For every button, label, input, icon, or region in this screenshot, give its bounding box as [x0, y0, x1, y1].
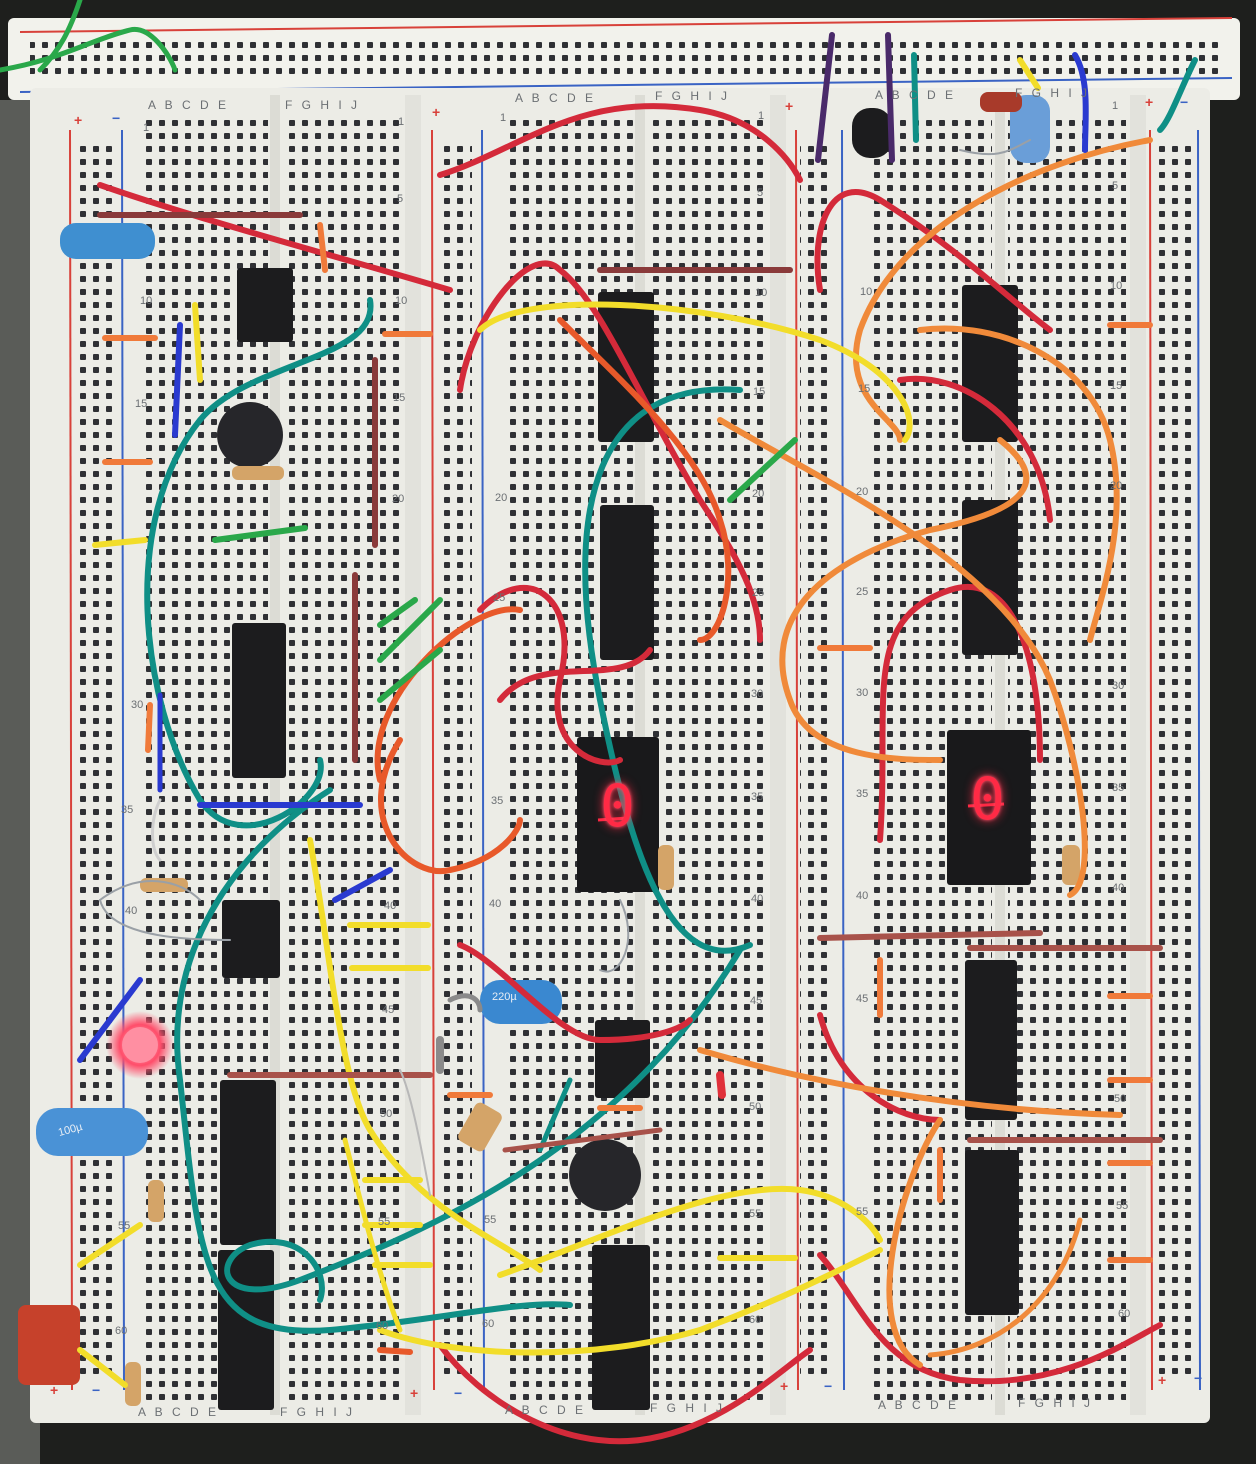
row-number: 35: [491, 795, 504, 807]
top-power-rail: [8, 17, 1240, 100]
rail-minus-sign: −: [824, 1378, 833, 1394]
rail-plus-sign: +: [50, 1382, 59, 1398]
row-number: 10: [860, 286, 873, 298]
row-label-left: A B C D E: [515, 91, 597, 105]
row-number: 55: [1116, 1200, 1129, 1212]
row-number: 10: [140, 295, 153, 307]
row-number: 35: [121, 804, 134, 816]
row-number: 30: [856, 687, 869, 699]
row-label-left: A B C D E: [138, 1405, 220, 1419]
row-number: 20: [495, 492, 508, 504]
row-number: 1: [143, 122, 150, 134]
capacitor-label: 220µ: [492, 991, 517, 1003]
row-number: 25: [856, 586, 869, 598]
row-number: 60: [115, 1325, 128, 1337]
row-number: 55: [118, 1220, 131, 1232]
row-number: 20: [1110, 480, 1123, 492]
row-number: 40: [125, 905, 138, 917]
row-number: 20: [392, 493, 405, 505]
row-number: 50: [749, 1101, 762, 1113]
row-number: 1: [1112, 100, 1119, 112]
row-number: 45: [750, 995, 763, 1007]
row-number: 25: [752, 587, 765, 599]
rail-plus-sign: +: [410, 1385, 419, 1401]
row-number: 20: [856, 486, 869, 498]
row-label-left: A B C D E: [875, 88, 957, 102]
row-number: 55: [378, 1216, 391, 1228]
rail-plus-sign: +: [74, 112, 83, 128]
row-number: 40: [384, 900, 397, 912]
row-number: 1: [500, 112, 507, 124]
rail-minus-sign: −: [454, 1385, 463, 1401]
row-number: 60: [482, 1318, 495, 1330]
row-number: 20: [752, 488, 765, 500]
row-number: 55: [484, 1214, 497, 1226]
row-label-left: A B C D E: [505, 1403, 587, 1417]
row-number: 10: [1110, 280, 1123, 292]
row-number: 60: [749, 1314, 762, 1326]
row-number: 15: [1110, 380, 1123, 392]
row-number: 35: [856, 788, 869, 800]
row-number: 1: [758, 110, 765, 122]
jumper-wires: [0, 0, 1198, 1445]
rail-minus-sign: −: [112, 110, 121, 126]
rail-minus-sign: −: [92, 1382, 101, 1398]
row-number: 35: [751, 791, 764, 803]
row-number: 30: [131, 699, 144, 711]
row-number: 40: [1112, 882, 1125, 894]
row-number: 40: [751, 893, 764, 905]
row-number: 40: [856, 890, 869, 902]
row-label-right: F G H I J: [1018, 1396, 1093, 1410]
rail-plus-sign: +: [785, 98, 794, 114]
row-number: 55: [856, 1206, 869, 1218]
components: [18, 92, 1080, 1406]
row-number: 35: [1112, 782, 1125, 794]
row-number: 45: [382, 1004, 395, 1016]
rail-plus-sign: +: [432, 104, 441, 120]
row-number: 45: [856, 993, 869, 1005]
row-number: 10: [395, 295, 408, 307]
row-number: 5: [757, 187, 764, 199]
row-number: 15: [858, 383, 871, 395]
row-number: 30: [1112, 680, 1125, 692]
row-label-right: F G H I J: [1015, 86, 1090, 100]
rail-plus-sign: +: [780, 1378, 789, 1394]
row-number: 10: [755, 287, 768, 299]
row-number: 15: [135, 398, 148, 410]
row-number: 1: [398, 116, 405, 128]
row-number: 60: [1118, 1308, 1131, 1320]
row-number: 15: [753, 386, 766, 398]
row-label-right: F G H I J: [655, 89, 730, 103]
row-number: 25: [493, 592, 506, 604]
row-label-left: A B C D E: [148, 98, 230, 112]
row-number: 5: [397, 193, 404, 205]
row-number: 40: [489, 898, 502, 910]
left-seven-segment-digit: 0: [600, 772, 635, 840]
row-label-right: F G H I J: [285, 98, 360, 112]
row-number: 50: [380, 1108, 393, 1120]
row-number: 50: [1114, 1093, 1127, 1105]
row-label-right: F G H I J: [650, 1401, 725, 1415]
rail-plus-sign: +: [1158, 1372, 1167, 1388]
row-number: 5: [1112, 180, 1119, 192]
rail-plus-sign: +: [1145, 94, 1154, 110]
row-number: 15: [393, 392, 406, 404]
row-number: 55: [749, 1208, 762, 1220]
display-segment-glow: [597, 802, 1005, 822]
row-label-right: F G H I J: [280, 1405, 355, 1419]
rail-minus-sign: −: [1194, 1370, 1203, 1386]
row-number: 60: [376, 1320, 389, 1332]
row-number: 30: [751, 688, 764, 700]
right-seven-segment-digit: 0: [970, 765, 1005, 833]
row-label-left: A B C D E: [878, 1398, 960, 1412]
rail-minus-sign: −: [1180, 94, 1189, 110]
